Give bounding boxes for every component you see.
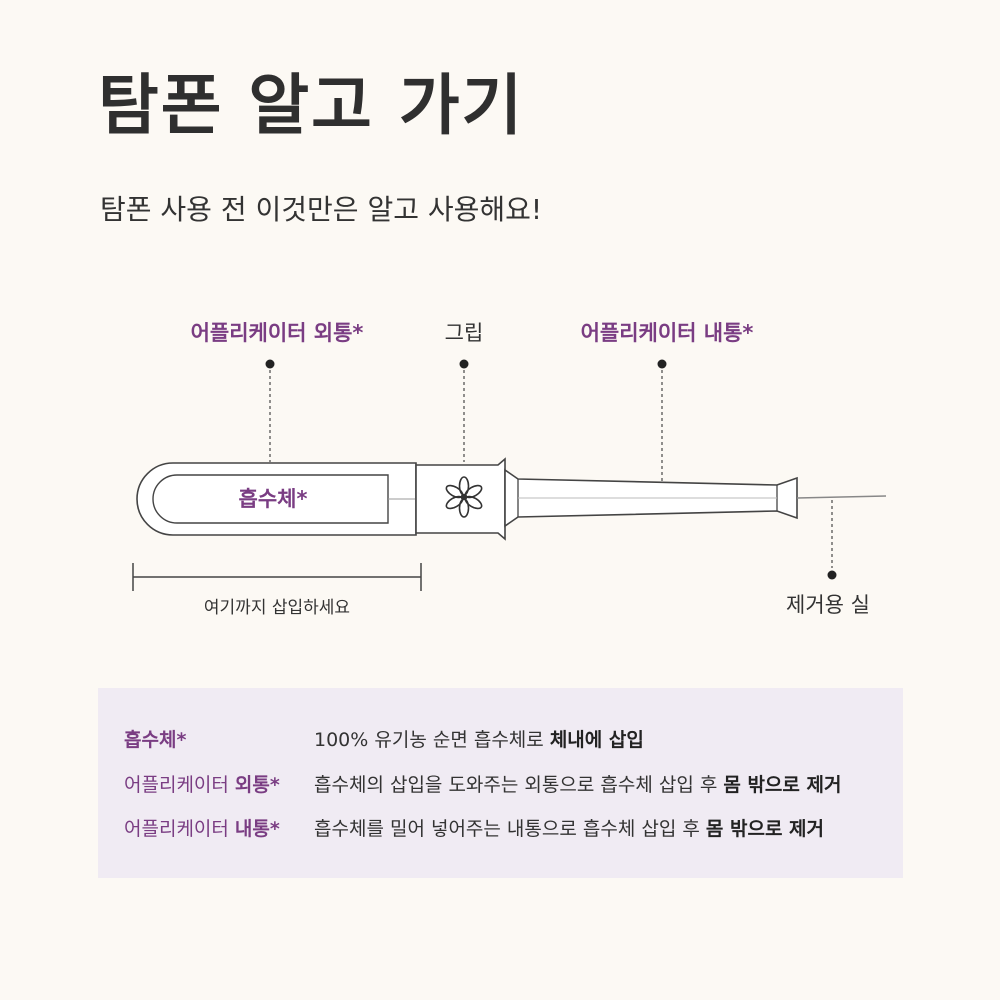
page-title: 탐폰 알고 가기: [98, 67, 525, 144]
info-row-applicator-outer: 어플리케이터 외통* 흡수체의 삽입을 도와주는 외통으로 흡수체 삽입 후 몸…: [124, 768, 893, 798]
page-subtitle: 탐폰 사용 전 이것만은 알고 사용해요!: [100, 193, 543, 226]
pointer-dot-grip: [459, 359, 469, 369]
label-removal-string: 제거용 실: [786, 593, 870, 617]
label-applicator-inner: 어플리케이터 내통*: [581, 321, 754, 345]
label-insert-depth: 여기까지 삽입하세요: [204, 598, 350, 618]
info-row-absorbent: 흡수체* 100% 유기농 순면 흡수체로 체내에 삽입: [124, 723, 893, 753]
info-desc: 흡수체를 밀어 넣어주는 내통으로 흡수체 삽입 후 몸 밖으로 제거: [314, 817, 825, 840]
pointer-dot-inner: [657, 359, 667, 369]
info-box: 흡수체* 100% 유기농 순면 흡수체로 체내에 삽입 어플리케이터 외통* …: [98, 688, 903, 878]
info-row-applicator-inner: 어플리케이터 내통* 흡수체를 밀어 넣어주는 내통으로 흡수체 삽입 후 몸 …: [124, 812, 893, 842]
pointer-dot-outer: [265, 359, 275, 369]
info-label: 어플리케이터 외통*: [124, 773, 280, 796]
label-applicator-outer: 어플리케이터 외통*: [191, 321, 364, 345]
label-grip: 그립: [445, 321, 484, 345]
info-label: 흡수체*: [124, 728, 187, 751]
info-desc: 100% 유기농 순면 흡수체로 체내에 삽입: [314, 728, 644, 751]
pointer-dot-string: [827, 570, 837, 580]
absorbent-core: [152, 474, 389, 524]
info-desc: 흡수체의 삽입을 도와주는 외통으로 흡수체 삽입 후 몸 밖으로 제거: [314, 773, 842, 796]
removal-string: [796, 495, 887, 499]
info-label: 어플리케이터 내통*: [124, 817, 280, 840]
flower-icon: [445, 476, 483, 518]
grip-section: [415, 457, 506, 541]
label-absorbent: 흡수체*: [239, 487, 308, 511]
